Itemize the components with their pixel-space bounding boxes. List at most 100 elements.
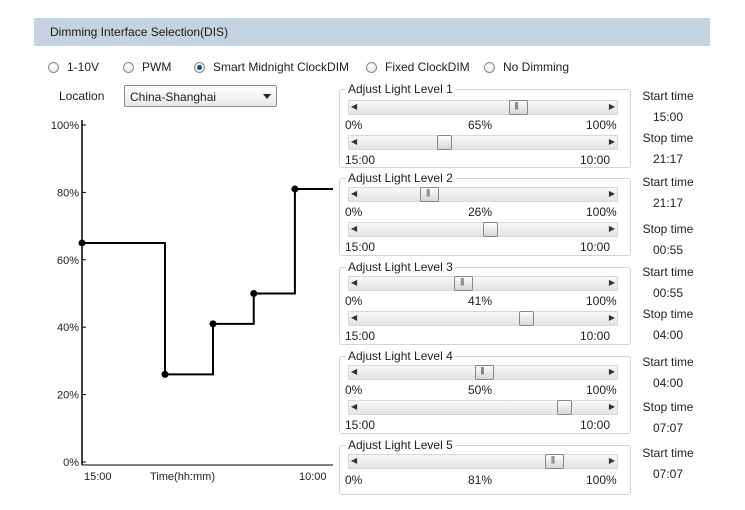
light-level-title: Adjust Light Level 1 bbox=[346, 82, 455, 96]
light-level-title: Adjust Light Level 5 bbox=[346, 438, 455, 452]
time-range-end: 10:00 bbox=[580, 329, 611, 343]
time-range-end: 10:00 bbox=[580, 153, 611, 167]
radio-label: PWM bbox=[142, 60, 172, 74]
level-3-time-slider[interactable]: ◀ ▶ bbox=[348, 311, 618, 326]
chevron-down-icon[interactable] bbox=[263, 94, 271, 99]
start-time-label: Start time bbox=[642, 265, 694, 279]
level-3-slider[interactable]: ◀ ▶ bbox=[348, 276, 618, 291]
start-time-label: Start time bbox=[642, 175, 694, 189]
time-range-end: 10:00 bbox=[580, 418, 611, 432]
y-tick-label: 60% bbox=[57, 255, 79, 267]
level-1-slider[interactable]: ◀ ▶ bbox=[348, 100, 618, 115]
arrow-left-icon[interactable]: ◀ bbox=[351, 278, 358, 287]
level-value: 81% bbox=[468, 473, 493, 487]
data-point bbox=[209, 320, 217, 328]
data-point bbox=[291, 185, 299, 193]
level-min: 0% bbox=[345, 383, 363, 397]
start-time-value: 15:00 bbox=[652, 110, 684, 124]
light-level-2-group: Adjust Light Level 2 ◀ ▶ 0% 26% 100% ◀ ▶… bbox=[339, 171, 631, 256]
level-4-time-slider[interactable]: ◀ ▶ bbox=[348, 400, 618, 415]
start-time-value: 07:07 bbox=[652, 467, 684, 481]
y-tick-label: 20% bbox=[57, 390, 79, 402]
arrow-right-icon[interactable]: ▶ bbox=[608, 367, 615, 376]
slider-thumb[interactable] bbox=[454, 276, 474, 291]
level-3-times: Start time 00:55 Stop time 04:00 bbox=[633, 265, 703, 342]
y-tick-label: 100% bbox=[51, 120, 79, 132]
level-value: 65% bbox=[468, 118, 493, 132]
arrow-right-icon[interactable]: ▶ bbox=[608, 402, 615, 411]
stop-time-label: Stop time bbox=[642, 400, 694, 414]
x-axis-label: Time(hh:mm) bbox=[150, 471, 215, 483]
data-point bbox=[161, 370, 169, 378]
arrow-right-icon[interactable]: ▶ bbox=[608, 189, 615, 198]
slider-thumb[interactable] bbox=[420, 187, 440, 202]
radio-circle[interactable] bbox=[48, 61, 59, 73]
slider-thumb[interactable] bbox=[557, 400, 572, 415]
level-max: 100% bbox=[586, 118, 617, 132]
stop-time-label: Stop time bbox=[642, 131, 694, 145]
radio-label: Smart Midnight ClockDIM bbox=[213, 60, 350, 74]
level-max: 100% bbox=[586, 294, 617, 308]
location-select[interactable]: China-Shanghai bbox=[124, 85, 277, 107]
arrow-right-icon[interactable]: ▶ bbox=[608, 456, 615, 465]
radio-circle-selected[interactable] bbox=[194, 61, 205, 73]
radio-label: Fixed ClockDIM bbox=[385, 60, 470, 74]
level-2-slider[interactable]: ◀ ▶ bbox=[348, 187, 618, 202]
level-value: 41% bbox=[468, 294, 493, 308]
level-min: 0% bbox=[345, 205, 363, 219]
radio-label: No Dimming bbox=[503, 60, 570, 74]
radio-fixed-clockdim[interactable]: Fixed ClockDIM bbox=[366, 60, 470, 74]
slider-thumb[interactable] bbox=[437, 135, 452, 150]
data-point bbox=[78, 239, 86, 247]
location-label: Location bbox=[59, 89, 105, 103]
stop-time-value: 04:00 bbox=[652, 328, 684, 342]
arrow-right-icon[interactable]: ▶ bbox=[608, 137, 615, 146]
arrow-left-icon[interactable]: ◀ bbox=[351, 313, 358, 322]
radio-label: 1-10V bbox=[67, 60, 100, 74]
dimming-chart: 100%80%60%40%20%0% 15:00 Time(hh:mm) 10:… bbox=[51, 120, 333, 483]
level-1-time-slider[interactable]: ◀ ▶ bbox=[348, 135, 618, 150]
level-max: 100% bbox=[586, 205, 617, 219]
slider-thumb[interactable] bbox=[544, 454, 564, 469]
level-min: 0% bbox=[345, 118, 363, 132]
radio-no-dimming[interactable]: No Dimming bbox=[484, 60, 569, 74]
arrow-left-icon[interactable]: ◀ bbox=[351, 102, 358, 111]
radio-pwm[interactable]: PWM bbox=[123, 60, 171, 74]
stop-time-value: 21:17 bbox=[652, 152, 684, 166]
level-2-time-slider[interactable]: ◀ ▶ bbox=[348, 222, 618, 237]
time-range-start: 15:00 bbox=[345, 240, 376, 254]
level-value: 26% bbox=[468, 205, 493, 219]
arrow-left-icon[interactable]: ◀ bbox=[351, 137, 358, 146]
arrow-left-icon[interactable]: ◀ bbox=[351, 367, 358, 376]
section-header: Dimming Interface Selection(DIS) bbox=[34, 18, 710, 46]
time-range-start: 15:00 bbox=[345, 329, 376, 343]
time-range-start: 15:00 bbox=[345, 153, 376, 167]
level-4-slider[interactable]: ◀ ▶ bbox=[348, 365, 618, 380]
arrow-right-icon[interactable]: ▶ bbox=[608, 224, 615, 233]
slider-thumb[interactable] bbox=[519, 311, 534, 326]
arrow-right-icon[interactable]: ▶ bbox=[608, 313, 615, 322]
arrow-right-icon[interactable]: ▶ bbox=[608, 102, 615, 111]
arrow-left-icon[interactable]: ◀ bbox=[351, 402, 358, 411]
stop-time-label: Stop time bbox=[642, 307, 694, 321]
radio-circle[interactable] bbox=[484, 61, 495, 73]
slider-thumb[interactable] bbox=[483, 222, 498, 237]
time-range-end: 10:00 bbox=[580, 240, 611, 254]
level-5-slider[interactable]: ◀ ▶ bbox=[348, 454, 618, 469]
arrow-left-icon[interactable]: ◀ bbox=[351, 456, 358, 465]
arrow-left-icon[interactable]: ◀ bbox=[351, 224, 358, 233]
radio-1-10v[interactable]: 1-10V bbox=[48, 60, 99, 74]
slider-thumb[interactable] bbox=[508, 100, 528, 115]
light-level-title: Adjust Light Level 2 bbox=[346, 171, 455, 185]
slider-thumb[interactable] bbox=[474, 365, 494, 380]
y-tick-label: 80% bbox=[57, 187, 79, 199]
level-1-times: Start time 15:00 Stop time 21:17 bbox=[633, 89, 703, 166]
level-value: 50% bbox=[468, 383, 493, 397]
radio-circle[interactable] bbox=[123, 61, 134, 73]
radio-smart-midnight-clockdim[interactable]: Smart Midnight ClockDIM bbox=[194, 60, 349, 74]
level-max: 100% bbox=[586, 473, 617, 487]
arrow-left-icon[interactable]: ◀ bbox=[351, 189, 358, 198]
level-2-times: Start time 21:17 Stop time 00:55 bbox=[633, 175, 703, 257]
arrow-right-icon[interactable]: ▶ bbox=[608, 278, 615, 287]
radio-circle[interactable] bbox=[366, 61, 377, 73]
